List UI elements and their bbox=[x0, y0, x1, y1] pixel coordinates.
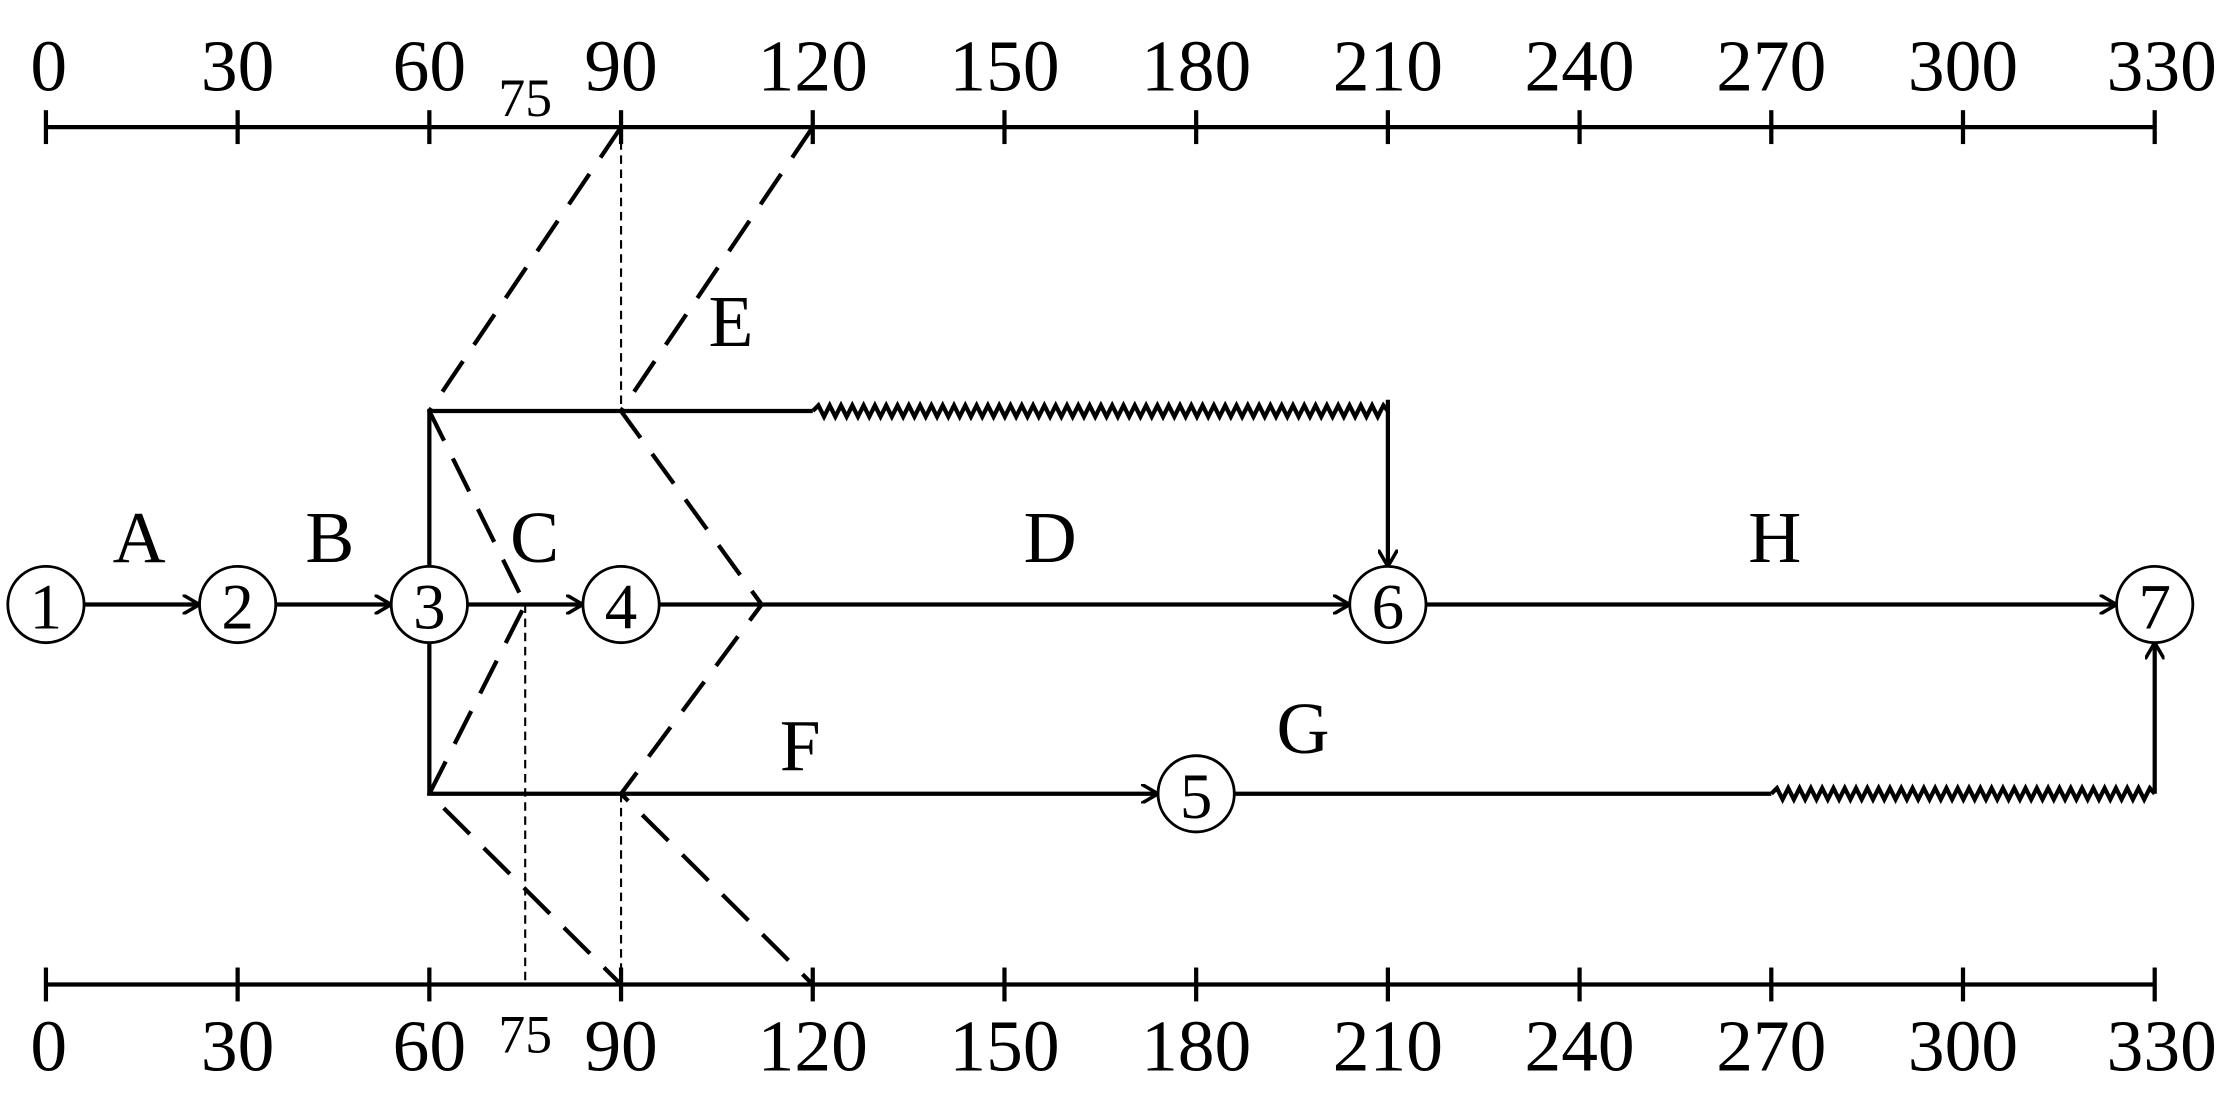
top-axis-tick-label: 60 bbox=[393, 25, 466, 106]
node-6-circle bbox=[1348, 564, 1428, 645]
activity-B-label: B bbox=[305, 497, 354, 578]
node-7-label: 7 bbox=[2138, 572, 2170, 644]
node-4-label: 4 bbox=[605, 572, 637, 644]
activity-H-label: H bbox=[1748, 497, 1801, 578]
activity-E-line bbox=[427, 408, 813, 567]
check-line-2 bbox=[618, 125, 815, 986]
activity-A-label: A bbox=[113, 497, 166, 578]
node-2-circle bbox=[198, 564, 278, 645]
node-3-label: 3 bbox=[413, 572, 445, 644]
activity-F-label: F bbox=[780, 705, 821, 786]
activity-G-free-float-wave bbox=[1769, 783, 2157, 805]
bottom-axis-tick-label: 210 bbox=[1333, 1006, 1443, 1087]
bottom-axis-tick-label: 240 bbox=[1525, 1006, 1635, 1087]
top-axis-tick-label: 210 bbox=[1333, 25, 1443, 106]
bottom-axis-extra-tick-label: 75 bbox=[498, 1004, 552, 1064]
bottom-axis-tick-label: 150 bbox=[949, 1006, 1059, 1087]
top-axis-tick-label: 300 bbox=[1908, 25, 2018, 106]
node-4-circle bbox=[581, 564, 661, 645]
bottom-axis-tick-label: 60 bbox=[393, 1006, 466, 1087]
top-axis-tick-label: 0 bbox=[30, 25, 67, 106]
activity-E-label: E bbox=[709, 281, 754, 362]
bottom-axis-tick-label: 300 bbox=[1908, 1006, 2018, 1087]
activity-E-free-float-wave bbox=[811, 400, 1390, 422]
node-2-label: 2 bbox=[221, 572, 253, 644]
node-5-circle bbox=[1156, 754, 1236, 834]
node-1-circle bbox=[6, 564, 86, 645]
bottom-axis-tick-label: 30 bbox=[201, 1006, 274, 1087]
top-axis-tick-label: 180 bbox=[1141, 25, 1251, 106]
top-axis-tick-label: 150 bbox=[949, 25, 1059, 106]
check-line-1 bbox=[426, 125, 623, 986]
node-7-circle bbox=[2115, 564, 2195, 645]
node-5-label: 5 bbox=[1180, 761, 1212, 833]
activity-C-label: C bbox=[510, 497, 559, 578]
top-axis-extra-tick-label: 75 bbox=[498, 68, 552, 128]
top-axis-tick-label: 270 bbox=[1716, 25, 1826, 106]
top-axis-tick-label: 120 bbox=[758, 25, 868, 106]
top-axis-tick-label: 240 bbox=[1525, 25, 1635, 106]
node-6-label: 6 bbox=[1372, 572, 1404, 644]
bottom-axis-tick-label: 90 bbox=[584, 1006, 657, 1087]
bottom-axis-tick-label: 0 bbox=[30, 1006, 67, 1087]
top-axis-tick-label: 330 bbox=[2107, 25, 2217, 106]
node-1-label: 1 bbox=[30, 572, 62, 644]
node-3-circle bbox=[389, 564, 469, 645]
top-axis-tick-label: 30 bbox=[201, 25, 274, 106]
activity-D-label: D bbox=[1024, 497, 1077, 578]
activity-G-label: G bbox=[1276, 688, 1329, 769]
activity-F-arrow bbox=[427, 642, 1158, 794]
bottom-axis-tick-label: 120 bbox=[758, 1006, 868, 1087]
bottom-axis-tick-label: 180 bbox=[1141, 1006, 1251, 1087]
bottom-axis-tick-label: 270 bbox=[1716, 1006, 1826, 1087]
bottom-axis-tick-label: 330 bbox=[2107, 1006, 2217, 1087]
top-axis-tick-label: 90 bbox=[584, 25, 657, 106]
